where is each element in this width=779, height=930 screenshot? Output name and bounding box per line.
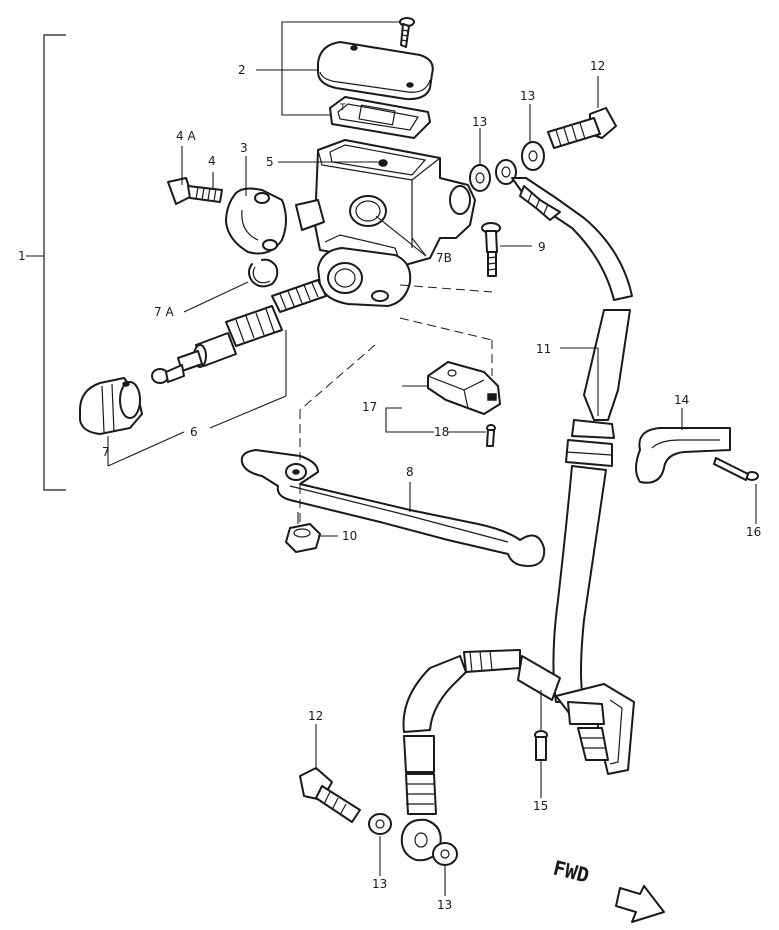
label-part-17: 17 (362, 400, 377, 414)
label-part-5: 5 (266, 155, 274, 169)
label-part-3: 3 (240, 141, 248, 155)
label-part-13-upper-left: 13 (472, 115, 487, 129)
label-part-7: 7 (102, 445, 110, 459)
washer-upper-left (469, 164, 491, 192)
union-bolt-upper (547, 107, 617, 149)
brake-light-switch (427, 361, 501, 415)
label-part-14: 14 (674, 393, 689, 407)
part-labels: 1 2 3 4 4 A 5 6 7 7 A 7B 8 9 10 11 12 12… (18, 59, 761, 912)
leader-lines (107, 69, 757, 896)
forward-indicator: FWD (551, 856, 665, 923)
label-part-12-upper: 12 (590, 59, 605, 73)
label-part-11: 11 (536, 342, 551, 356)
dust-boot (79, 377, 143, 435)
lever-pivot-boss (317, 247, 412, 307)
circlip (248, 258, 279, 288)
label-part-15: 15 (533, 799, 548, 813)
piston-cup (225, 305, 283, 347)
reservoir-cap (317, 41, 434, 101)
pivot-bolt (481, 222, 501, 277)
reservoir-screw (399, 17, 415, 48)
piston-spring (271, 279, 327, 313)
label-part-4: 4 (208, 154, 216, 168)
master-cylinder-body (295, 139, 476, 266)
washer-lower-right (432, 842, 458, 866)
label-part-13-upper-right: 13 (520, 89, 535, 103)
assembly-centerlines (299, 284, 493, 525)
brake-lever (240, 449, 546, 567)
label-part-7a: 7 A (154, 305, 174, 319)
brake-hose (400, 159, 635, 862)
reservoir-diaphragm: T (329, 96, 431, 139)
pivot-nut (285, 523, 321, 553)
switch-screw (486, 424, 496, 447)
forward-arrow-icon (615, 885, 665, 923)
assembly-bracket (26, 34, 66, 491)
handlebar-clamp (225, 187, 287, 255)
label-part-6: 6 (190, 425, 198, 439)
label-part-13-lower-right: 13 (437, 898, 452, 912)
label-part-7b: 7B (436, 251, 452, 265)
piston-body (151, 332, 237, 384)
clamp-bolt (167, 177, 223, 205)
washer-upper-right (521, 141, 545, 171)
washer-lower-left (368, 813, 392, 835)
label-part-1: 1 (18, 249, 26, 263)
label-part-9: 9 (538, 240, 546, 254)
hose-guide-screw (534, 730, 548, 761)
label-part-4a: 4 A (176, 129, 196, 143)
clamp-screw (713, 457, 759, 481)
fwd-label: FWD (551, 856, 592, 888)
svg-text:T: T (339, 103, 346, 113)
label-part-13-lower-left: 13 (372, 877, 387, 891)
hose-clamp (635, 427, 731, 484)
label-part-10: 10 (342, 529, 357, 543)
label-part-8: 8 (406, 465, 414, 479)
union-bolt-lower (299, 767, 361, 823)
label-part-18: 18 (434, 425, 449, 439)
label-part-12-lower: 12 (308, 709, 323, 723)
label-part-16: 16 (746, 525, 761, 539)
label-part-2: 2 (238, 63, 246, 77)
